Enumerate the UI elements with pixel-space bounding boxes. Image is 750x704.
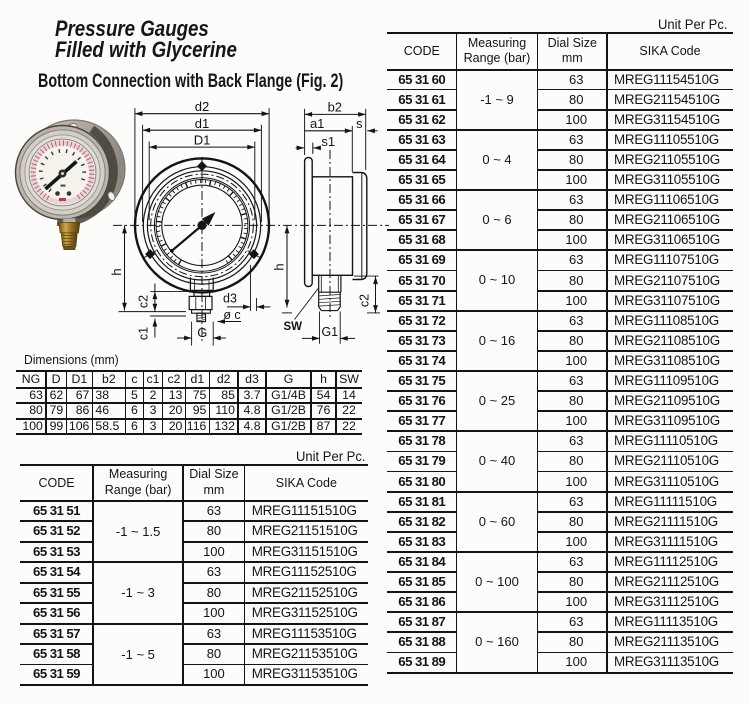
svg-text:D1: D1 xyxy=(194,133,211,148)
svg-text:c2: c2 xyxy=(137,295,151,308)
svg-text:h: h xyxy=(110,268,124,275)
svg-text:d2: d2 xyxy=(195,99,209,114)
svg-text:a1: a1 xyxy=(310,116,324,131)
svg-text:G1: G1 xyxy=(321,325,338,339)
svg-text:d3: d3 xyxy=(223,292,237,306)
svg-text:c1: c1 xyxy=(137,327,151,340)
svg-text:d1: d1 xyxy=(195,116,209,131)
svg-text:c2: c2 xyxy=(357,294,371,307)
svg-text:ø c: ø c xyxy=(223,308,240,322)
svg-text:h: h xyxy=(272,263,287,270)
svg-text:b2: b2 xyxy=(328,100,342,115)
svg-text:G: G xyxy=(197,325,207,340)
svg-text:s1: s1 xyxy=(321,134,335,149)
svg-text:s: s xyxy=(356,116,363,131)
svg-text:SW: SW xyxy=(284,321,303,333)
